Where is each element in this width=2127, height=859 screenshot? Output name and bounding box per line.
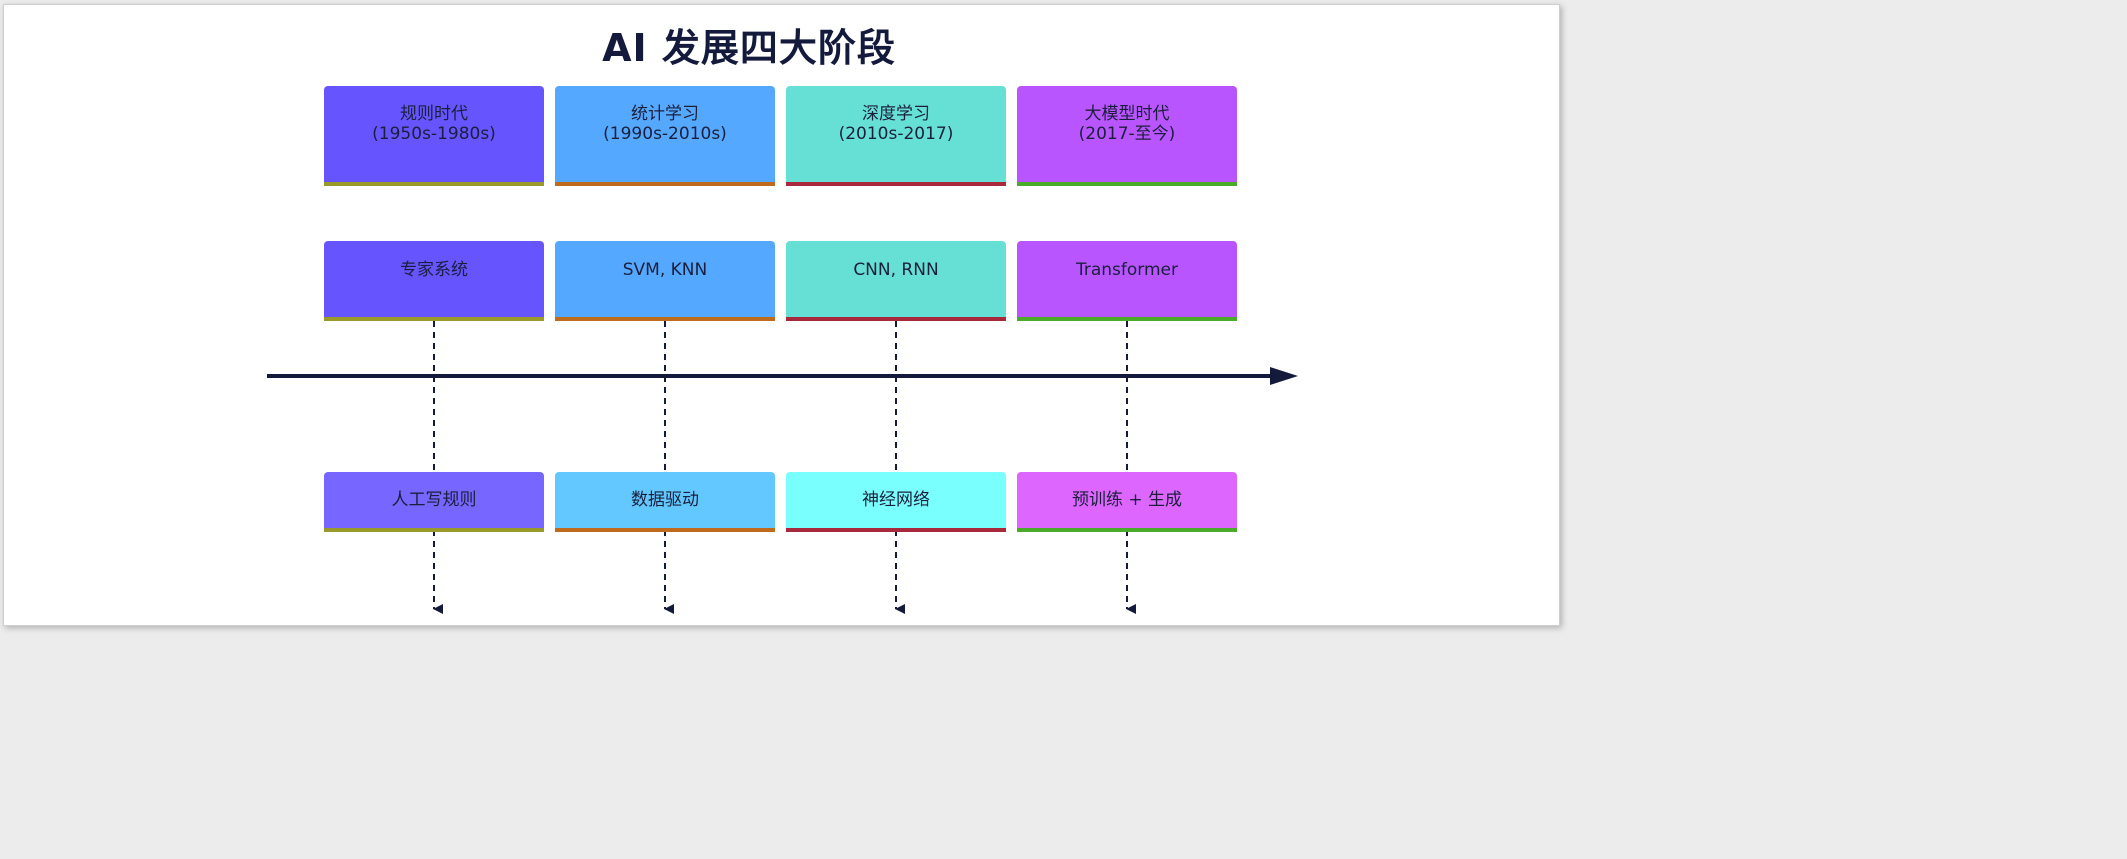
- method-box-label: 预训练 + 生成: [1071, 490, 1183, 510]
- tech-box-3: CNN, RNN: [786, 241, 1006, 321]
- stage-box-3: 深度学习 (2010s-2017): [786, 86, 1006, 186]
- tech-box-label: 专家系统: [400, 260, 468, 280]
- method-box-label: 神经网络: [862, 490, 930, 510]
- tech-box-label: SVM, KNN: [622, 260, 708, 280]
- method-box-1: 人工写规则: [324, 472, 544, 532]
- tech-box-4: Transformer: [1017, 241, 1237, 321]
- connector-layer: [267, 321, 1298, 614]
- stage-box-2: 统计学习 (1990s-2010s): [555, 86, 775, 186]
- stage-box-1: 规则时代 (1950s-1980s): [324, 86, 544, 186]
- timeline-arrowhead: [1270, 367, 1298, 385]
- tech-box-2: SVM, KNN: [555, 241, 775, 321]
- stage-box-label: 深度学习 (2010s-2017): [838, 104, 954, 144]
- method-box-label: 数据驱动: [631, 490, 699, 510]
- method-box-2: 数据驱动: [555, 472, 775, 532]
- tech-box-label: Transformer: [1075, 260, 1178, 280]
- method-box-4: 预训练 + 生成: [1017, 472, 1237, 532]
- method-box-3: 神经网络: [786, 472, 1006, 532]
- stage-box-label: 大模型时代 (2017-至今): [1078, 104, 1176, 144]
- stage-box-4: 大模型时代 (2017-至今): [1017, 86, 1237, 186]
- method-box-label: 人工写规则: [391, 490, 477, 510]
- tech-box-1: 专家系统: [324, 241, 544, 321]
- diagram-canvas: AI 发展四大阶段 规则时代 (1950s-1980s) 专家系统人工写规则 统计学…: [3, 4, 1560, 626]
- tech-box-label: CNN, RNN: [853, 260, 939, 280]
- stage-box-label: 规则时代 (1950s-1980s): [372, 104, 496, 144]
- stage-box-label: 统计学习 (1990s-2010s): [603, 104, 727, 144]
- diagram-title: AI 发展四大阶段: [602, 26, 896, 70]
